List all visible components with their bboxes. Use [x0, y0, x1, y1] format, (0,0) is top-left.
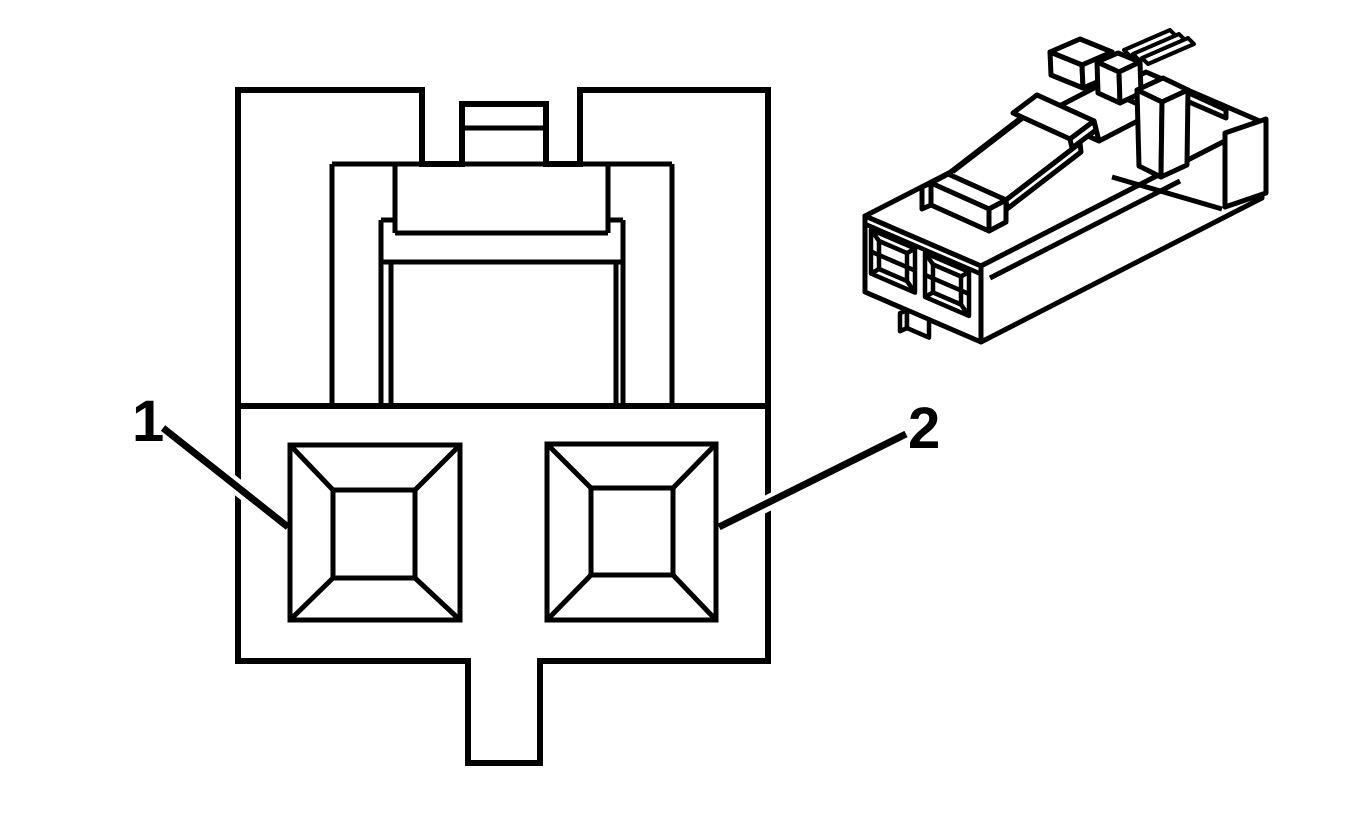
cavity-1-chamfers	[288, 443, 462, 622]
iso-front-details	[864, 221, 982, 340]
iso-stem-front-face	[904, 307, 932, 340]
leader-halos	[165, 427, 902, 529]
mid-tab-front	[1094, 59, 1123, 106]
callout-2-label: 2	[908, 396, 940, 461]
iso-side-chamfer-line	[988, 178, 1182, 281]
callout-1-label: 1	[132, 389, 164, 454]
cavity-2-outer-square	[544, 441, 719, 623]
iso-index-stem	[897, 307, 932, 340]
connector-front-view	[160, 87, 908, 766]
inner-housing	[329, 161, 675, 406]
ramp-front-block-lip	[919, 180, 934, 212]
iso-rear-plate	[1222, 116, 1269, 210]
iso-cavity-2-chamfers	[923, 251, 971, 318]
leader-lines	[160, 425, 908, 531]
post-front	[1134, 87, 1165, 180]
fin-3	[1140, 36, 1196, 66]
leader-2-line	[717, 430, 908, 531]
leader-1-line	[160, 425, 291, 530]
iso-rear-tabs	[1047, 28, 1229, 180]
iso-front-lip-line	[864, 221, 982, 277]
iso-rear-step-line	[1111, 174, 1223, 212]
iso-cavity-1-chamfers	[869, 228, 917, 294]
cavity-1-inner-square	[330, 487, 418, 581]
connector-iso-view	[862, 28, 1269, 345]
ramp-front-block-right	[986, 197, 1009, 234]
post-right	[1158, 87, 1191, 180]
connector-body-outline	[235, 87, 771, 766]
cavity-2-chamfers	[545, 442, 718, 622]
cavity-2-inner-square	[588, 485, 676, 578]
cavity-1-outer-square	[287, 442, 463, 623]
lock-bridge	[378, 164, 626, 406]
terminal-cavity-1	[287, 442, 463, 623]
iso-cavity-1	[868, 227, 918, 295]
ramp-lip-line	[951, 114, 1028, 174]
iso-cavity-2	[922, 250, 972, 319]
ramp-wedge-right-face	[1067, 118, 1099, 151]
terminal-cavity-2	[544, 441, 719, 623]
